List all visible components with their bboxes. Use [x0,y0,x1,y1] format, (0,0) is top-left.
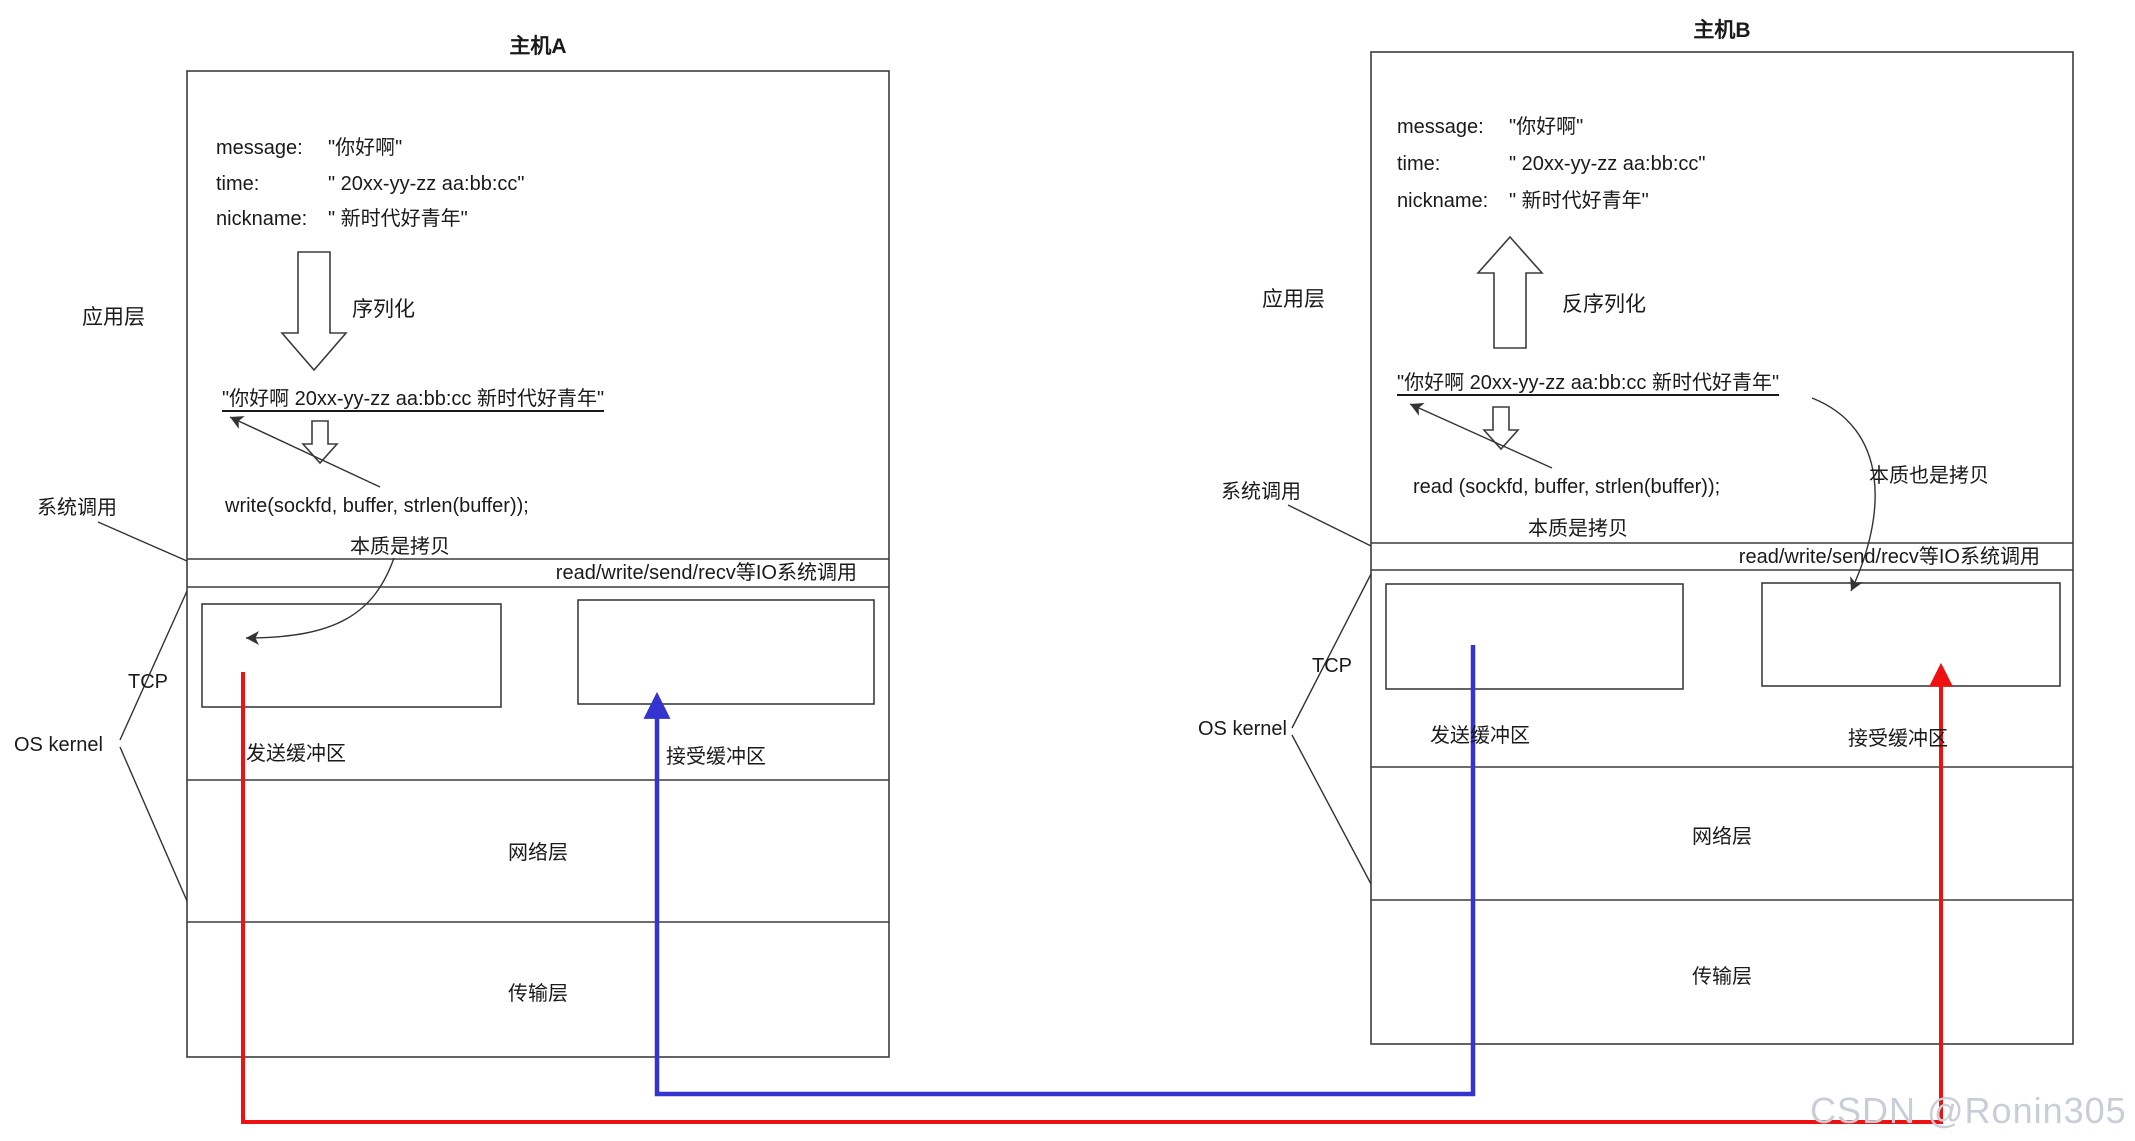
host-a-copy-small-down-arrow [301,420,339,465]
host-a-tcp-label: TCP [128,671,168,693]
host-a-transport-layer-label: 传输层 [508,983,568,1005]
host-a-field-time-label: time: [216,173,260,195]
host-b-serialized-string: "你好啊 20xx-yy-zz aa:bb:cc 新时代好青年" [1397,372,1780,394]
host-a-field-nickname-value: " 新时代好青年" [328,208,468,230]
host-b-field-message-value: "你好啊" [1509,116,1584,138]
host-a-app-layer-label: 应用层 [82,306,145,329]
host-b-read-call: read (sockfd, buffer, strlen(buffer)); [1413,476,1721,498]
host-b-deserialize-label: 反序列化 [1562,293,1646,316]
host-b-field-message: message: "你好啊" [1397,115,1583,140]
host-b-copy-note-2: 本质也是拷贝 [1869,465,1989,487]
host-a-network-layer-label: 网络层 [508,842,568,864]
host-b-recv-buffer-label: 接受缓冲区 [1848,728,1948,750]
host-b-transport-layer-label: 传输层 [1692,966,1752,988]
host-a-box [186,70,890,1058]
host-a-kernel-fan-top-line [119,590,188,741]
host-b-field-nickname-label: nickname: [1397,190,1489,212]
host-b-field-nickname: nickname: " 新时代好青年" [1397,189,1649,214]
host-b-os-kernel-label: OS kernel [1198,718,1287,740]
host-b-copy-small-down-arrow [1482,406,1520,451]
host-a-serialize-down-arrow [280,251,348,372]
host-b-field-time: time: " 20xx-yy-zz aa:bb:cc" [1397,152,1705,177]
host-b-field-message-label: message: [1397,116,1484,138]
host-a-string-pointer-arrow [229,416,381,488]
host-a-send-buffer-box [201,603,502,708]
host-b-field-time-value: " 20xx-yy-zz aa:bb:cc" [1509,153,1706,175]
red-data-flow-arrow [241,662,1953,1124]
host-b-kernel-fan-top-line [1291,573,1372,729]
host-a-recv-buffer-label: 接受缓冲区 [666,746,766,768]
host-b-title: 主机B [1693,19,1751,42]
host-b-field-nickname-value: " 新时代好青年" [1509,190,1649,212]
host-b-kernel-fan-bottom-line [1291,734,1372,885]
host-a-syscall-label: 系统调用 [37,497,117,519]
host-b-send-buffer-label: 发送缓冲区 [1430,725,1530,747]
host-a-serialized-string: "你好啊 20xx-yy-zz aa:bb:cc 新时代好青年" [222,388,605,410]
host-b-syscall-label: 系统调用 [1221,481,1301,503]
host-a-copy-to-buffer-curve-arrow [245,557,395,645]
host-b-syscall-connector-line [1287,504,1372,547]
host-b-tcp-label: TCP [1312,655,1352,677]
host-b-string-pointer-arrow [1409,402,1553,469]
host-b-copy-to-buffer-curve-arrow [1811,397,1876,592]
host-a-field-nickname: nickname: " 新时代好青年" [216,207,468,232]
host-a-copy-note: 本质是拷贝 [350,536,450,558]
host-a-kernel-fan-bottom-line [119,746,188,902]
host-b-deserialize-up-arrow [1476,235,1544,349]
host-b-app-layer-label: 应用层 [1262,288,1325,311]
host-b-box [1370,51,2074,1045]
host-b-copy-note: 本质是拷贝 [1528,518,1628,540]
watermark: CSDN @Ronin305 [1810,1090,2127,1131]
host-b-io-syscall-header: read/write/send/recv等IO系统调用 [1738,546,2040,568]
host-a-field-message: message: "你好啊" [216,136,402,161]
host-a-recv-buffer-box [577,599,875,705]
host-b-field-time-label: time: [1397,153,1441,175]
host-b-recv-buffer-box [1761,582,2061,687]
host-a-field-message-value: "你好啊" [328,137,403,159]
host-a-field-time: time: " 20xx-yy-zz aa:bb:cc" [216,172,524,197]
host-a-field-message-label: message: [216,137,303,159]
host-a-field-nickname-label: nickname: [216,208,308,230]
host-a-write-call: write(sockfd, buffer, strlen(buffer)); [225,495,529,517]
host-a-send-buffer-label: 发送缓冲区 [246,743,346,765]
host-b-send-buffer-box [1385,583,1684,690]
host-a-os-kernel-label: OS kernel [14,734,103,756]
host-a-syscall-connector-line [97,521,188,562]
host-a-io-syscall-header: read/write/send/recv等IO系统调用 [555,562,857,584]
blue-data-flow-arrow [643,645,1476,1097]
host-a-title: 主机A [509,35,567,58]
host-a-serialize-label: 序列化 [352,298,415,321]
host-a-field-time-value: " 20xx-yy-zz aa:bb:cc" [328,173,525,195]
host-b-network-layer-label: 网络层 [1692,826,1752,848]
